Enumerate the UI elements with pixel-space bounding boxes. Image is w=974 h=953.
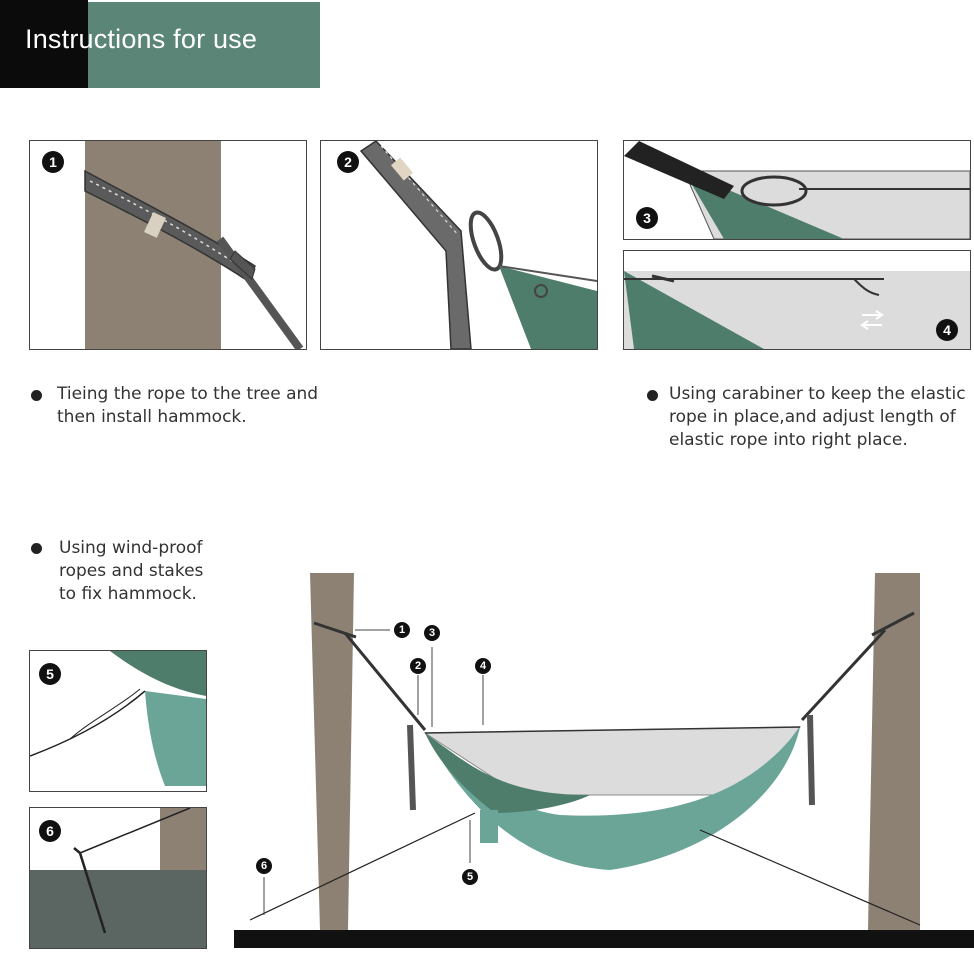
bullet-icon bbox=[31, 543, 42, 554]
tree-strap-illustration bbox=[84, 141, 304, 349]
diagram-label: 4 bbox=[475, 658, 491, 674]
step-badge: 1 bbox=[42, 151, 64, 173]
caption-line: ropes and stakes bbox=[59, 561, 204, 581]
hammock-setup-diagram bbox=[234, 573, 974, 948]
caption-line: rope in place,and adjust length of bbox=[669, 407, 956, 427]
panel-step-3: 3 bbox=[623, 140, 971, 240]
step-badge: 3 bbox=[636, 207, 658, 229]
windproof-rope-illustration bbox=[30, 651, 206, 786]
caption-line: to fix hammock. bbox=[59, 584, 197, 604]
bullet-icon bbox=[31, 390, 42, 401]
header-black-block bbox=[0, 0, 88, 88]
diagram-label: 5 bbox=[462, 869, 478, 885]
panel-step-5: 5 bbox=[29, 650, 207, 792]
caption-wind-proof: Using wind-proof ropes and stakes to fix… bbox=[59, 537, 203, 606]
panel-step-4: 4 bbox=[623, 250, 971, 350]
header-green-block bbox=[88, 2, 320, 88]
diagram-label: 6 bbox=[256, 858, 272, 874]
caption-line: Using wind-proof bbox=[59, 538, 203, 558]
carabiner-rope-illustration bbox=[624, 141, 970, 239]
ground bbox=[234, 930, 974, 948]
caption-line: Tieing the rope to the tree and bbox=[57, 384, 319, 404]
diagram-label: 2 bbox=[410, 658, 426, 674]
step-badge: 5 bbox=[39, 663, 61, 685]
caption-step-1: Tieing the rope to the tree and then ins… bbox=[57, 383, 318, 429]
left-tree bbox=[310, 573, 354, 930]
step-badge: 4 bbox=[936, 319, 958, 341]
caption-step-4: Using carabiner to keep the elastic rope… bbox=[669, 383, 966, 452]
panel-step-1: 1 bbox=[29, 140, 307, 350]
elastic-rope-illustration bbox=[624, 271, 970, 349]
panel-step-6: 6 bbox=[29, 807, 207, 949]
caption-line: then install hammock. bbox=[57, 407, 247, 427]
right-tree bbox=[868, 573, 920, 930]
diagram-label: 1 bbox=[394, 622, 410, 638]
carabiner-illustration bbox=[359, 141, 597, 349]
step-badge: 6 bbox=[39, 820, 61, 842]
caption-line: elastic rope into right place. bbox=[669, 430, 908, 450]
step-badge: 2 bbox=[337, 151, 359, 173]
diagram-label: 3 bbox=[424, 625, 440, 641]
panel-step-2: 2 bbox=[320, 140, 598, 350]
adjust-arrows-icon bbox=[860, 310, 884, 330]
bullet-icon bbox=[647, 390, 658, 401]
caption-line: Using carabiner to keep the elastic bbox=[669, 384, 966, 404]
page-title: Instructions for use bbox=[25, 24, 258, 54]
stake-illustration bbox=[30, 808, 206, 948]
